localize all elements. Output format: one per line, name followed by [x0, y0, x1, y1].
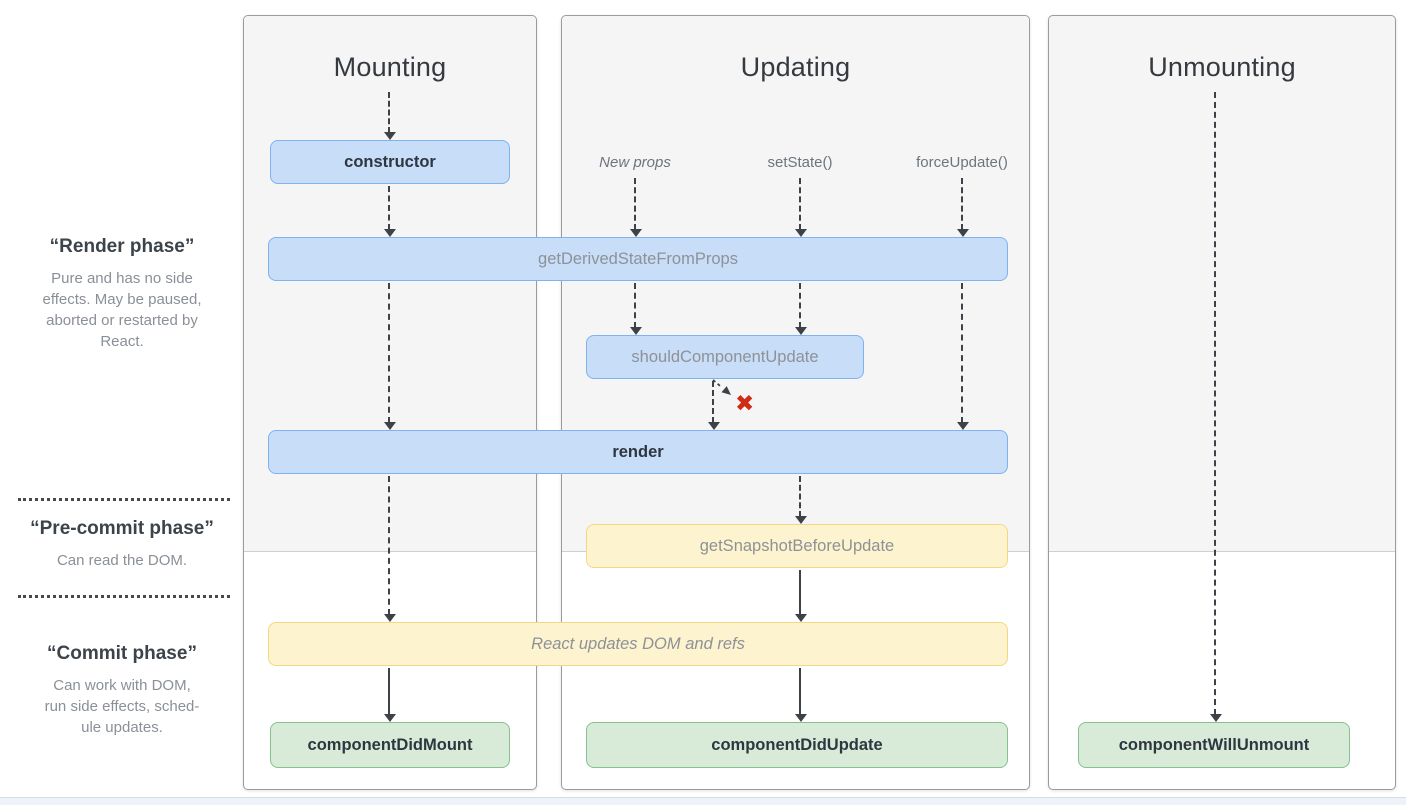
node-render[interactable]: render — [268, 430, 1008, 474]
label-set-state[interactable]: setState() — [767, 154, 833, 171]
phase-pre-commit-heading: “Pre-commit phase” — [30, 518, 214, 539]
arrow-scu-abort-branch — [712, 379, 731, 395]
phase-render: “Render phase” Pure and has no side effe… — [9, 236, 235, 352]
phase-pre-commit: “Pre-commit phase” Can read the DOM. — [9, 518, 235, 571]
column-updating: Updating — [561, 15, 1030, 790]
node-component-did-update[interactable]: componentDidUpdate — [586, 722, 1008, 768]
footer-bar — [0, 797, 1406, 805]
phase-commit-heading: “Commit phase” — [47, 643, 197, 664]
label-force-update[interactable]: forceUpdate() — [916, 154, 1008, 171]
no-render-cross-icon: ✖ — [735, 390, 755, 416]
phase-commit-description: Can work with DOM, run side effects, sch… — [44, 677, 200, 736]
node-react-updates-dom: React updates DOM and refs — [268, 622, 1008, 666]
node-component-did-mount[interactable]: componentDidMount — [270, 722, 510, 768]
node-should-component-update[interactable]: shouldComponentUpdate — [586, 335, 864, 379]
node-component-will-unmount[interactable]: componentWillUnmount — [1078, 722, 1350, 768]
render-phase-background — [1049, 16, 1395, 552]
phase-render-description: Pure and has no side effects. May be pau… — [42, 270, 202, 350]
node-constructor[interactable]: constructor — [270, 140, 510, 184]
phase-divider — [18, 595, 230, 598]
column-unmounting: Unmounting — [1048, 15, 1396, 790]
column-title-unmounting: Unmounting — [1148, 52, 1296, 82]
column-title-mounting: Mounting — [333, 52, 447, 82]
phase-pre-commit-description: Can read the DOM. — [56, 552, 188, 569]
column-title-updating: Updating — [740, 52, 851, 82]
label-new-props: New props — [599, 154, 671, 171]
phase-commit: “Commit phase” Can work with DOM, run si… — [9, 643, 235, 738]
phase-render-heading: “Render phase” — [49, 236, 195, 257]
node-get-derived-state-from-props[interactable]: getDerivedStateFromProps — [268, 237, 1008, 281]
node-get-snapshot-before-update[interactable]: getSnapshotBeforeUpdate — [586, 524, 1008, 568]
phase-divider — [18, 498, 230, 501]
